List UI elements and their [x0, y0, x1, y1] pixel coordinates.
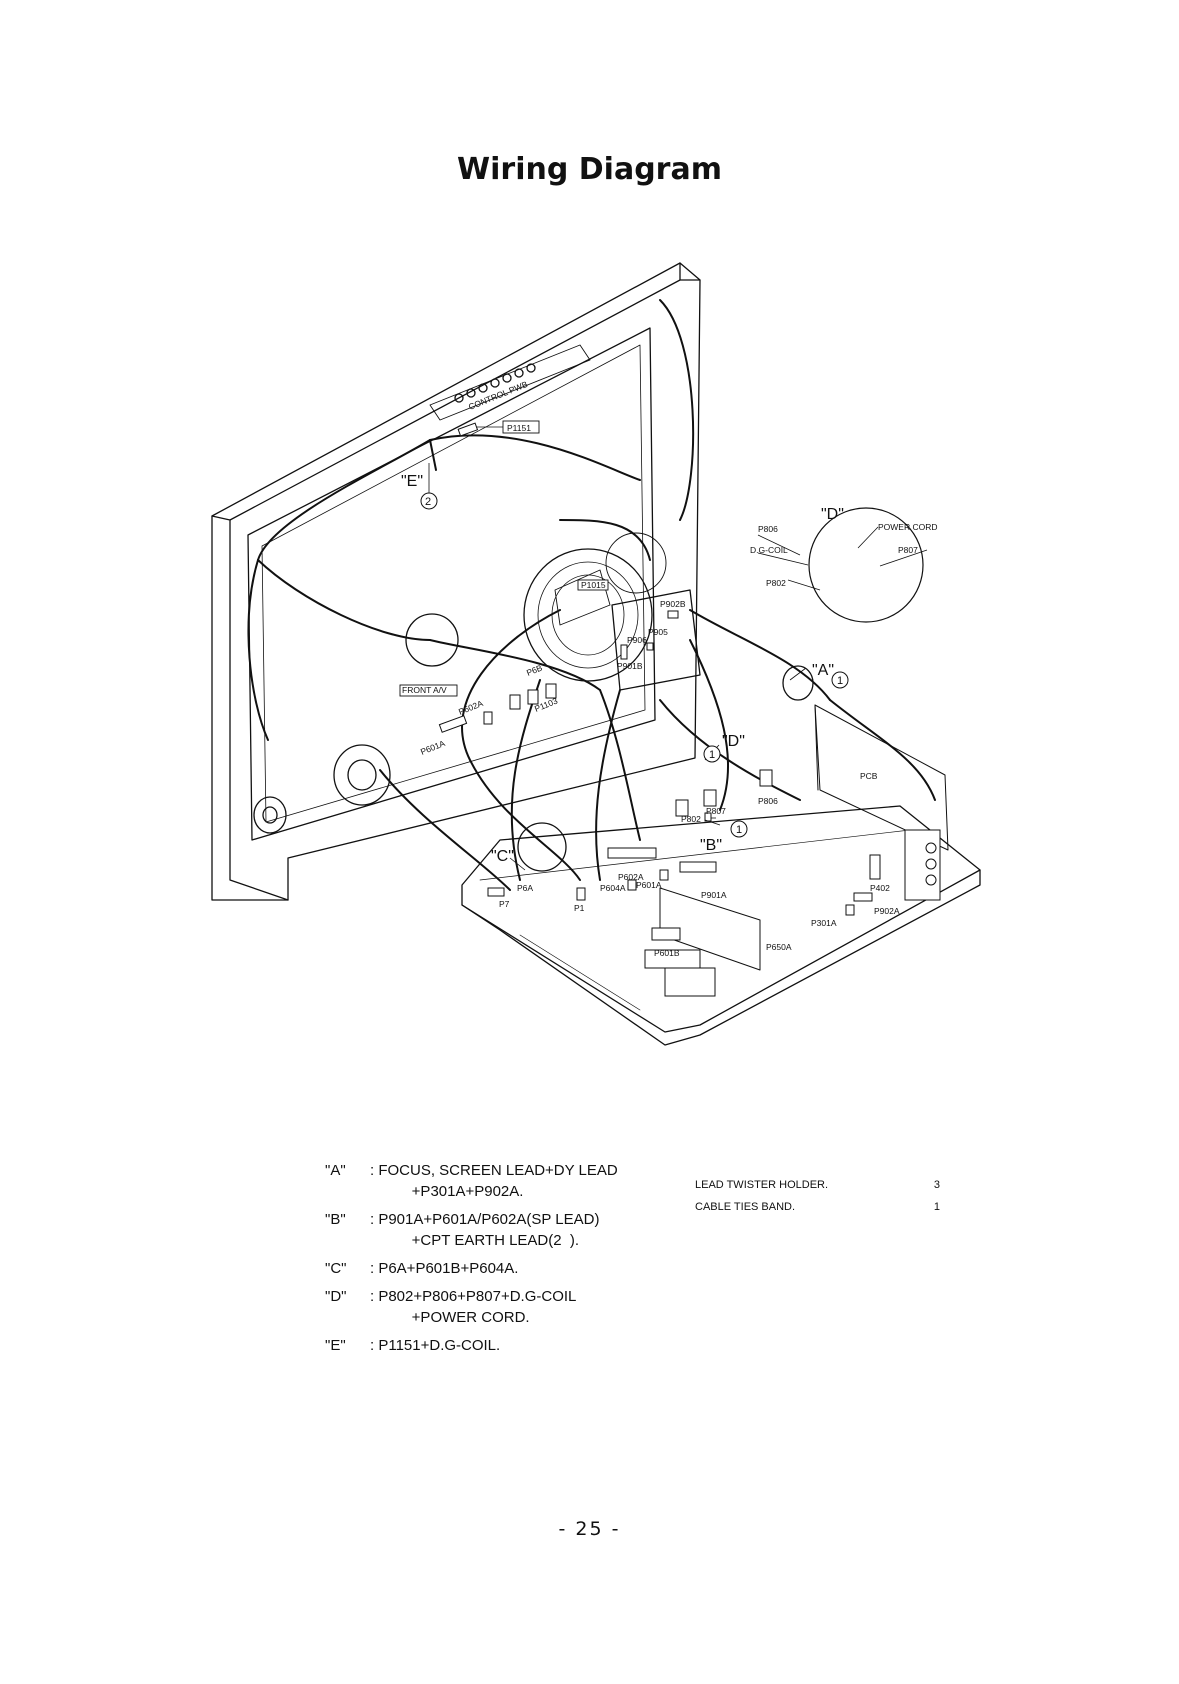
callout-d-top-label: "D" — [821, 506, 844, 523]
label-p602a-left: P602A — [457, 698, 485, 717]
part-quantity: 3 — [933, 1179, 940, 1191]
legend-text: : P6A+P601B+P604A. — [370, 1260, 519, 1277]
label-p902a: P902A — [874, 906, 900, 916]
label-pcb: PCB — [860, 771, 878, 781]
page-title: Wiring Diagram — [457, 152, 722, 187]
tv-front-bezel — [211, 262, 701, 901]
label-p601b: P601B — [654, 948, 680, 958]
label-p7: P7 — [499, 899, 510, 909]
callout-d-mid-label: "D" — [722, 733, 745, 750]
label-p402: P402 — [870, 883, 890, 893]
legend-text: : FOCUS, SCREEN LEAD+DY LEAD +P301A+P902… — [370, 1162, 618, 1200]
main-pcb — [659, 887, 761, 971]
legend-key: "E" — [325, 1337, 346, 1354]
parts-list: LEAD TWISTER HOLDER. 3 CABLE TIES BAND. … — [695, 1179, 940, 1223]
callout-a-label: "A" — [812, 662, 834, 679]
legend-row: "A" : FOCUS, SCREEN LEAD+DY LEAD +P301A+… — [325, 1160, 618, 1202]
legend-row: "D" : P802+P806+P807+D.G-COIL +POWER COR… — [325, 1286, 618, 1328]
page-number: - 25 - — [558, 1518, 621, 1540]
callout-c-label: "C" — [491, 848, 514, 865]
legend-row: "E" : P1151+D.G-COIL. — [325, 1335, 618, 1356]
label-p901b: P901B — [617, 661, 643, 671]
legend-text: : P802+P806+P807+D.G-COIL +POWER CORD. — [370, 1288, 577, 1326]
label-p1151: P1151 — [507, 423, 531, 433]
label-power-cord: POWER CORD — [878, 522, 938, 532]
callout-d-mid-number: 1 — [709, 749, 715, 761]
label-p1: P1 — [574, 903, 585, 913]
label-p806-top: P806 — [758, 524, 778, 534]
legend-row: "B" : P901A+P601A/P602A(SP LEAD) +CPT EA… — [325, 1209, 618, 1251]
label-p601a-left: P601A — [419, 738, 447, 757]
callout-d-mid-number-circle — [703, 745, 721, 763]
legend-text: : P1151+D.G-COIL. — [370, 1337, 501, 1354]
callout-b-number: 1 — [736, 824, 742, 836]
legend-key: "B" — [325, 1211, 346, 1228]
callout-a-number: 1 — [837, 675, 843, 687]
label-p301a: P301A — [811, 918, 837, 928]
legend-key: "C" — [325, 1260, 347, 1277]
neck-pcb — [611, 589, 701, 691]
label-p601a-low: P601A — [636, 880, 662, 890]
legend-row: "C" : P6A+P601B+P604A. — [325, 1258, 618, 1279]
label-p807-top: P807 — [898, 545, 918, 555]
picture-tube-outline — [247, 327, 656, 841]
label-p901a: P901A — [701, 890, 727, 900]
speaker-left — [333, 744, 391, 806]
legend: "A" : FOCUS, SCREEN LEAD+DY LEAD +P301A+… — [325, 1160, 618, 1363]
legend-key: "A" — [325, 1162, 346, 1179]
label-p802-top: P802 — [766, 578, 786, 588]
label-p1015: P1015 — [581, 580, 606, 590]
label-p807-mid: P807 — [706, 806, 726, 816]
legend-key: "D" — [325, 1288, 347, 1305]
parts-row: CABLE TIES BAND. 1 — [695, 1201, 940, 1213]
label-p6a: P6A — [517, 883, 533, 893]
callout-a-number-circle — [831, 671, 849, 689]
callout-e-label: "E" — [401, 473, 423, 490]
label-p906: P906 — [627, 635, 647, 645]
legend-text: : P901A+P601A/P602A(SP LEAD) +CPT EARTH … — [370, 1211, 600, 1249]
tv-chassis — [461, 805, 981, 1033]
callout-e-number-circle — [420, 492, 438, 510]
part-quantity: 1 — [933, 1201, 940, 1213]
label-front-av: FRONT A/V — [402, 685, 447, 695]
callout-e-number: 2 — [425, 496, 431, 508]
label-p806-mid: P806 — [758, 796, 778, 806]
label-p902b: P902B — [660, 599, 686, 609]
label-p650a: P650A — [766, 942, 792, 952]
part-name: CABLE TIES BAND. — [695, 1201, 796, 1213]
part-name: LEAD TWISTER HOLDER. — [695, 1179, 829, 1191]
label-p802-mid: P802 — [681, 814, 701, 824]
label-dg-coil: D.G-COIL — [750, 545, 788, 555]
callout-b-number-circle — [730, 820, 748, 838]
label-p905: P905 — [648, 627, 668, 637]
label-p604a: P604A — [600, 883, 626, 893]
callout-b-label: "B" — [700, 837, 722, 854]
label-p602a-low: P602A — [618, 872, 644, 882]
parts-row: LEAD TWISTER HOLDER. 3 — [695, 1179, 940, 1191]
